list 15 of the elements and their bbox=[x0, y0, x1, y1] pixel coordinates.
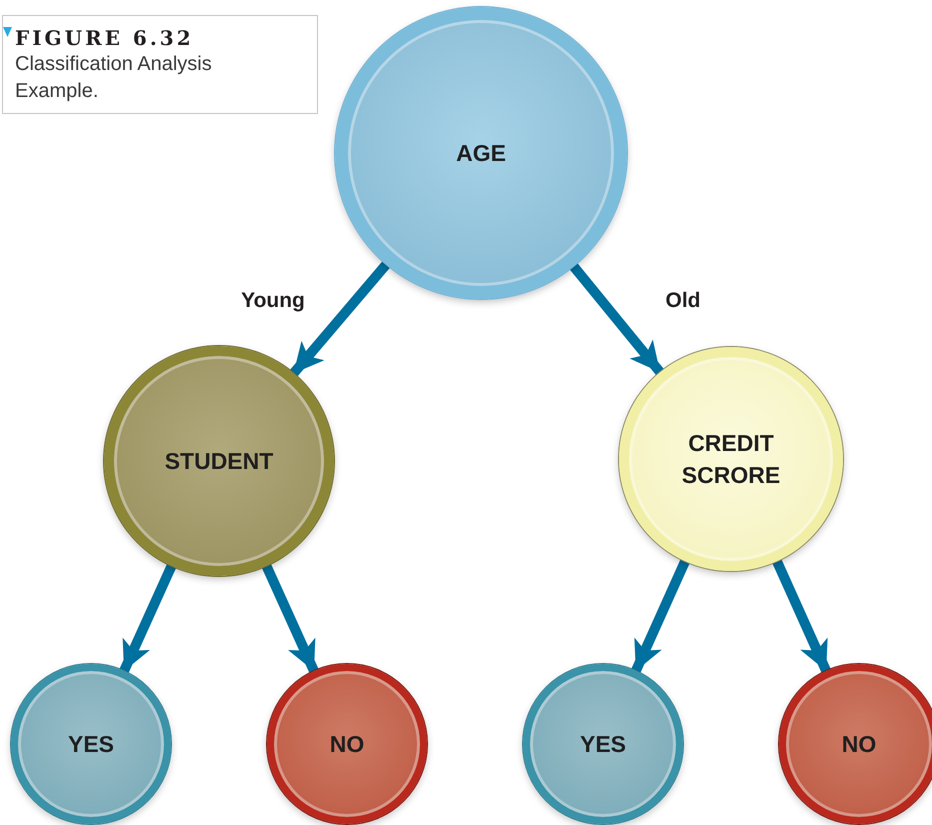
node-label: YES bbox=[68, 730, 114, 759]
arrow bbox=[119, 564, 176, 674]
node-label: YES bbox=[580, 730, 626, 759]
node-label: NO bbox=[330, 730, 364, 759]
arrow bbox=[631, 559, 690, 674]
node-label: STUDENT bbox=[164, 447, 274, 476]
arrow bbox=[570, 262, 664, 376]
node-label: CREDIT SCRORE bbox=[680, 429, 782, 490]
arrow bbox=[262, 564, 319, 674]
figure-title: FIGURE 6.32 bbox=[15, 25, 195, 51]
figure-caption: Classification Analysis Example. bbox=[15, 52, 213, 104]
node-label: AGE bbox=[456, 139, 506, 168]
arrow bbox=[772, 559, 831, 674]
arrow bbox=[290, 260, 390, 377]
node-label: NO bbox=[842, 730, 876, 759]
